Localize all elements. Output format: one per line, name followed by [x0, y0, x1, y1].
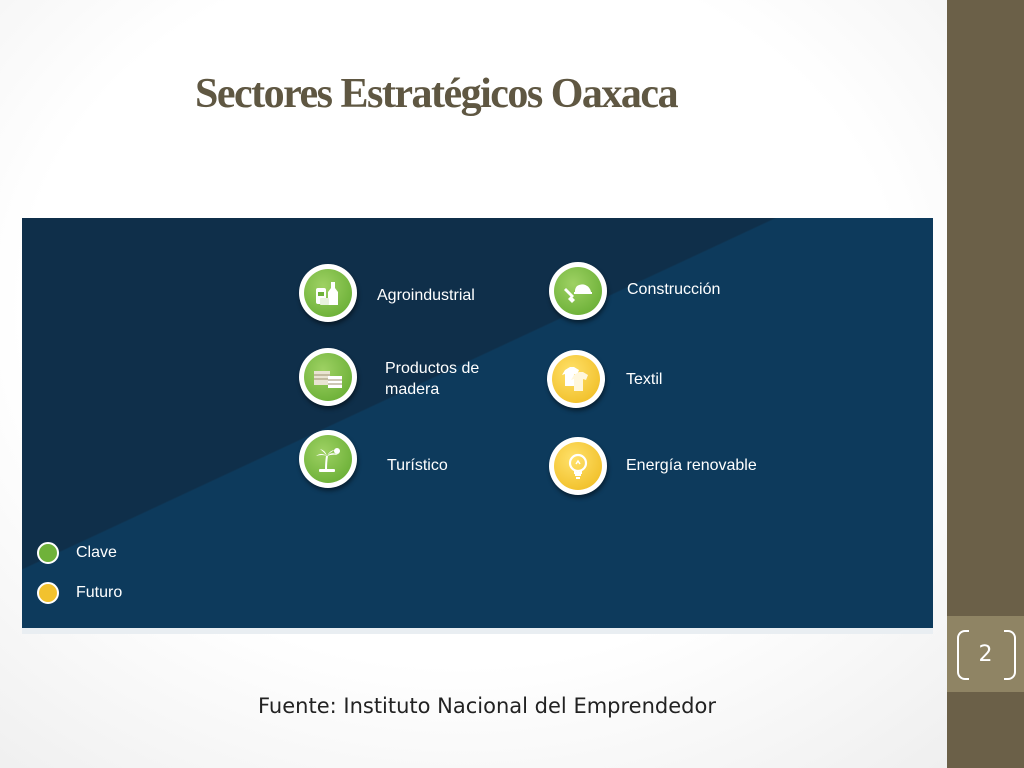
- slide-title: Sectores Estratégicos Oaxaca: [195, 71, 679, 117]
- bottles-icon: [304, 269, 352, 317]
- legend-item-futuro: Futuro: [37, 582, 122, 604]
- construction-tools-icon: [554, 267, 602, 315]
- tshirt-icon: [552, 355, 600, 403]
- sectors-panel: Agroindustrial Construcción: [22, 218, 933, 628]
- bracket-left-icon: [957, 630, 969, 680]
- bracket-right-icon: [1004, 630, 1016, 680]
- sector-construccion: Construcción: [549, 262, 720, 320]
- legend-dot-icon: [37, 582, 59, 604]
- page-number: 2: [978, 642, 993, 667]
- sector-textil: Textil: [547, 350, 662, 408]
- lightbulb-icon: [554, 442, 602, 490]
- panel-edge: [22, 628, 933, 634]
- sector-label: Construcción: [627, 280, 721, 298]
- wood-products-icon: [304, 353, 352, 401]
- legend-item-clave: Clave: [37, 542, 117, 564]
- source-caption: Fuente: Instituto Nacional del Emprended…: [258, 694, 716, 718]
- legend-dot-icon: [37, 542, 59, 564]
- sector-label: Textil: [626, 370, 663, 388]
- legend-label: Clave: [76, 544, 117, 561]
- sector-agroindustrial: Agroindustrial: [299, 264, 475, 322]
- sector-label: Productos de madera: [385, 360, 480, 398]
- sector-label: Turístico: [387, 456, 448, 474]
- sector-label: Energía renovable: [626, 456, 757, 474]
- legend-label: Futuro: [76, 584, 123, 601]
- page-number-badge: 2: [947, 616, 1024, 692]
- sector-energia-renovable: Energía renovable: [549, 437, 757, 495]
- palm-tree-icon: [304, 435, 352, 483]
- sector-turistico: Turístico: [299, 430, 448, 488]
- sector-label: Agroindustrial: [377, 286, 475, 304]
- sector-productos-de-madera: Productos de madera: [299, 348, 505, 406]
